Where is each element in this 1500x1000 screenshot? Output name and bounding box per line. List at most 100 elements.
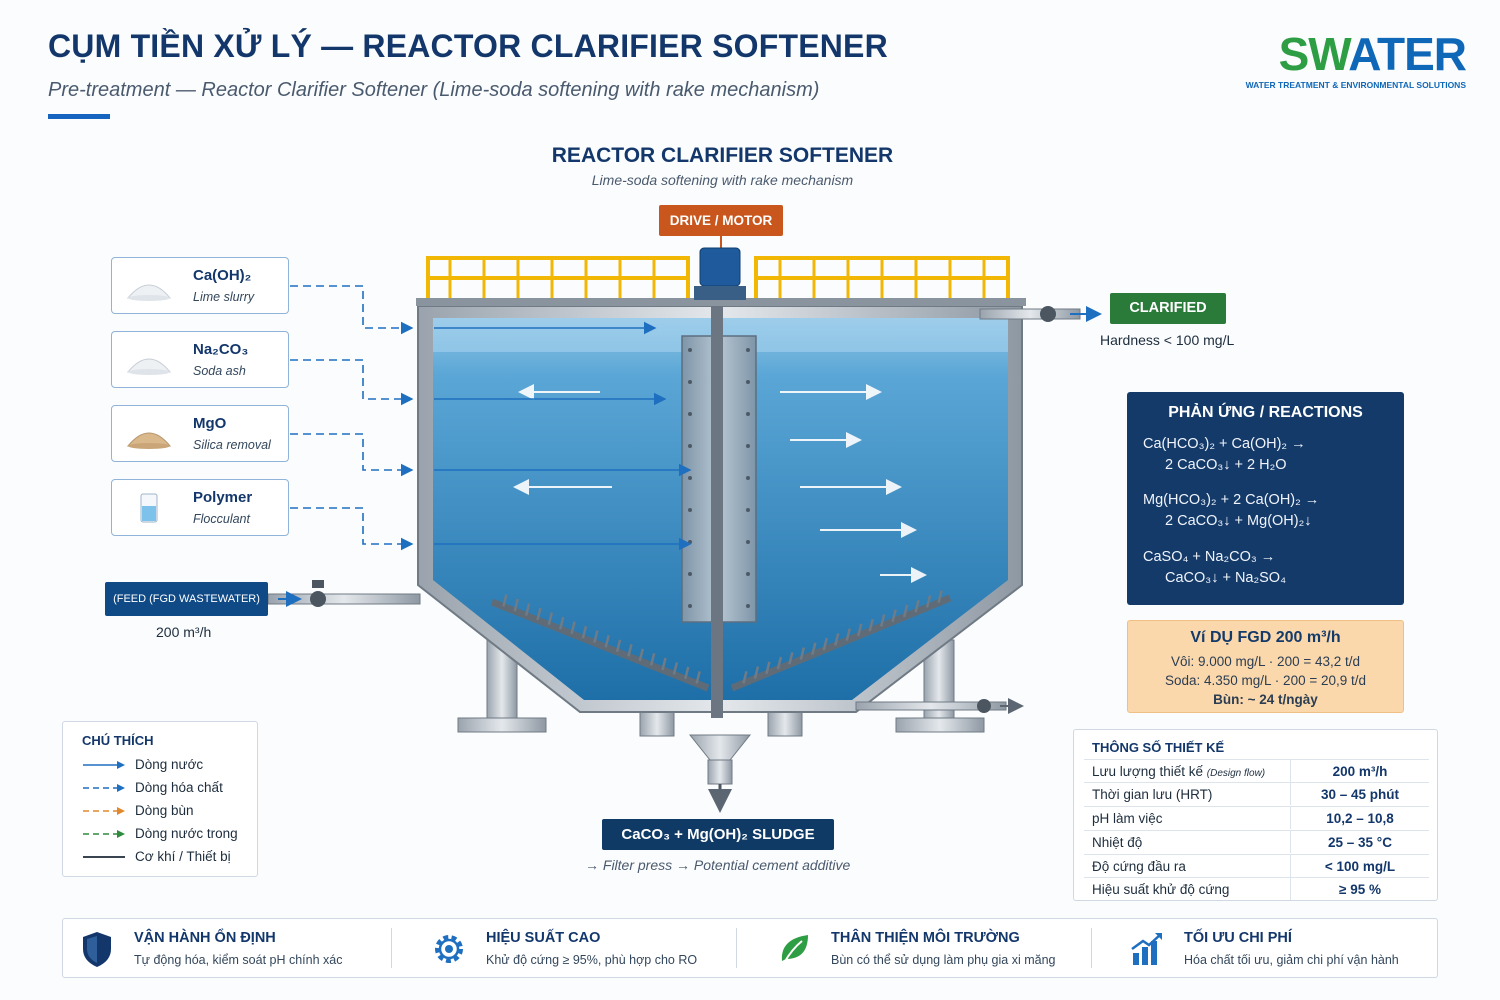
legend-water-line — [83, 761, 125, 769]
table-row: Nhiệt độ 25 – 35 °C — [1084, 830, 1429, 853]
feature-desc: Khử độ cứng ≥ 95%, phù hợp cho RO — [486, 953, 698, 967]
spec-key: Lưu lượng thiết kế — [1092, 764, 1203, 779]
table-row: Lưu lượng thiết kế (Design flow) 200 m³/h — [1084, 759, 1429, 782]
drain-pipe — [855, 698, 1024, 714]
legend-item: Dòng nước — [135, 757, 204, 772]
table-row: Độ cứng đầu ra < 100 mg/L — [1084, 854, 1429, 877]
spec-key: Nhiệt độ — [1092, 835, 1143, 850]
white-powder-icon — [126, 358, 172, 375]
chemical-desc: Lime slurry — [193, 290, 255, 304]
table-row: pH làm việc 10,2 – 10,8 — [1084, 806, 1429, 829]
feature-title: TỐI ƯU CHI PHÍ — [1184, 930, 1292, 946]
feed-flow: 200 m³/h — [156, 624, 212, 640]
legend-chemical-line — [83, 784, 125, 792]
chemical-box-lime: Ca(OH)₂ Lime slurry — [111, 257, 289, 314]
legend-sludge-line — [83, 807, 125, 815]
feature-desc: Bùn có thể sử dụng làm phụ gia xi măng — [831, 953, 1056, 967]
reactions-panel: PHẢN ỨNG / REACTIONS Ca(HCO₃)₂ + Ca(OH)₂… — [1127, 392, 1404, 605]
legend-item: Dòng hóa chất — [135, 780, 223, 795]
bar-chart-icon — [1131, 933, 1162, 965]
feature-title: HIỆU SUẤT CAO — [486, 930, 601, 946]
beaker-icon — [140, 493, 158, 523]
spec-key: Thời gian lưu (HRT) — [1092, 787, 1213, 802]
legend-item: Dòng nước trong — [135, 826, 238, 841]
clarified-outlet-pipe — [979, 306, 1102, 322]
spec-value: 200 m³/h — [1290, 760, 1429, 782]
reaction-line: Ca(HCO₃)₂ + Ca(OH)₂ → — [1143, 436, 1306, 452]
chemical-name: Na₂CO₃ — [193, 341, 249, 358]
reaction-line: Mg(HCO₃)₂ + 2 Ca(OH)₂ → — [1143, 492, 1320, 508]
reaction-line: 2 CaCO₃↓ + 2 H₂O — [1165, 457, 1287, 473]
spec-value: 30 – 45 phút — [1290, 783, 1429, 805]
spec-note: (Design flow) — [1206, 768, 1266, 779]
example-soda: Soda: 4.350 mg/L · 200 = 20,9 t/d — [1164, 673, 1367, 688]
clarified-spec: Hardness < 100 mg/L — [1100, 332, 1235, 348]
reaction-line: CaSO₄ + Na₂CO₃ → — [1143, 549, 1276, 565]
reactions-title: PHẢN ỨNG / REACTIONS — [1168, 404, 1363, 421]
spec-value: 10,2 – 10,8 — [1290, 807, 1429, 829]
spec-value: < 100 mg/L — [1290, 855, 1429, 877]
chemical-box-mgo: MgO Silica removal — [111, 405, 289, 462]
legend-panel: CHÚ THÍCH Dòng nước Dòng hóa chất Dòng b… — [62, 721, 258, 877]
chemical-desc: Silica removal — [193, 438, 271, 452]
chemical-desc: Soda ash — [193, 364, 246, 378]
chemical-desc: Flocculant — [193, 512, 250, 526]
features-bar: VẬN HÀNH ỔN ĐỊNH Tự động hóa, kiểm soát … — [62, 918, 1438, 978]
spec-key: Độ cứng đầu ra — [1092, 859, 1186, 874]
tan-powder-icon — [126, 432, 172, 449]
shield-icon — [83, 932, 111, 967]
logo-wordmark: SWATER — [1246, 28, 1467, 80]
feature-eco: THÂN THIỆN MÔI TRƯỜNG Bùn có thể sử dụng… — [760, 919, 1090, 977]
internal-flow-arrows — [513, 384, 927, 583]
support-legs — [457, 639, 985, 737]
diagram-subtitle: Lime-soda softening with rake mechanism — [591, 172, 854, 188]
page-title: CỤM TIỀN XỬ LÝ — REACTOR CLARIFIER SOFTE… — [48, 28, 888, 64]
spec-value: ≥ 95 % — [1290, 878, 1429, 900]
diagram-title: REACTOR CLARIFIER SOFTENER — [551, 144, 894, 167]
swater-logo: SWATER WATER TREATMENT & ENVIRONMENTAL S… — [1245, 28, 1467, 90]
white-powder-icon — [126, 284, 172, 301]
clarified-label: CLARIFIED — [1110, 293, 1226, 324]
walkway-railing — [416, 256, 1026, 306]
logo-tagline: WATER TREATMENT & ENVIRONMENTAL SOLUTION… — [1245, 80, 1466, 90]
example-lime: Vôi: 9.000 mg/L · 200 = 43,2 t/d — [1171, 654, 1360, 669]
example-title: Ví DỤ FGD 200 m³/h — [1190, 629, 1341, 646]
legend-clear-water-line — [83, 830, 125, 838]
title-underline — [48, 114, 110, 119]
reaction-line: CaCO₃↓ + Na₂SO₄ — [1165, 570, 1286, 586]
sludge-label: CaCO₃ + Mg(OH)₂ SLUDGE — [602, 819, 834, 850]
reaction-line: 2 CaCO₃↓ + Mg(OH)₂↓ — [1165, 513, 1312, 529]
rake-arms — [490, 594, 952, 692]
legend-mechanical-line — [83, 856, 125, 858]
motor-icon — [694, 236, 746, 300]
spec-key: pH làm việc — [1092, 811, 1163, 826]
chemical-dosing-lines — [290, 285, 414, 551]
spec-value: 25 – 35 °C — [1290, 831, 1429, 853]
feed-pipe — [267, 580, 421, 607]
feature-desc: Tự động hóa, kiểm soát pH chính xác — [134, 953, 343, 967]
divider — [391, 928, 392, 968]
chemical-internal-lines — [434, 321, 692, 551]
feature-performance: HIỆU SUẤT CAO Khử độ cứng ≥ 95%, phù hợp… — [415, 919, 735, 977]
feature-desc: Hóa chất tối ưu, giảm chi phí vận hành — [1184, 953, 1399, 967]
table-row: Thời gian lưu (HRT) 30 – 45 phút — [1084, 782, 1429, 805]
spec-key: Hiệu suất khử độ cứng — [1092, 882, 1230, 897]
logo-drop-letter: A — [1348, 28, 1378, 80]
logo-sw: SW — [1278, 28, 1350, 80]
chemical-name: MgO — [193, 415, 227, 432]
feature-cost: TỐI ƯU CHI PHÍ Hóa chất tối ưu, giảm chi… — [1113, 919, 1433, 977]
legend-title: CHÚ THÍCH — [82, 733, 154, 748]
table-row: Hiệu suất khử độ cứng ≥ 95 % — [1084, 877, 1429, 900]
legend-item: Cơ khí / Thiết bị — [135, 849, 231, 864]
center-shaft — [711, 268, 723, 718]
sludge-route: → Filter press → Potential cement additi… — [585, 857, 851, 873]
chemical-name: Polymer — [193, 489, 253, 506]
sludge-outlet-cone — [688, 734, 752, 813]
divider — [1091, 928, 1092, 968]
design-spec-table: THÔNG SỐ THIẾT KẾ Lưu lượng thiết kế (De… — [1073, 729, 1438, 901]
leaf-icon — [781, 935, 808, 964]
feature-title: VẬN HÀNH ỔN ĐỊNH — [134, 930, 276, 946]
drive-motor-label: DRIVE / MOTOR — [659, 205, 783, 236]
page-subtitle: Pre-treatment — Reactor Clarifier Soften… — [48, 79, 820, 101]
logo-ter: TER — [1377, 28, 1467, 80]
